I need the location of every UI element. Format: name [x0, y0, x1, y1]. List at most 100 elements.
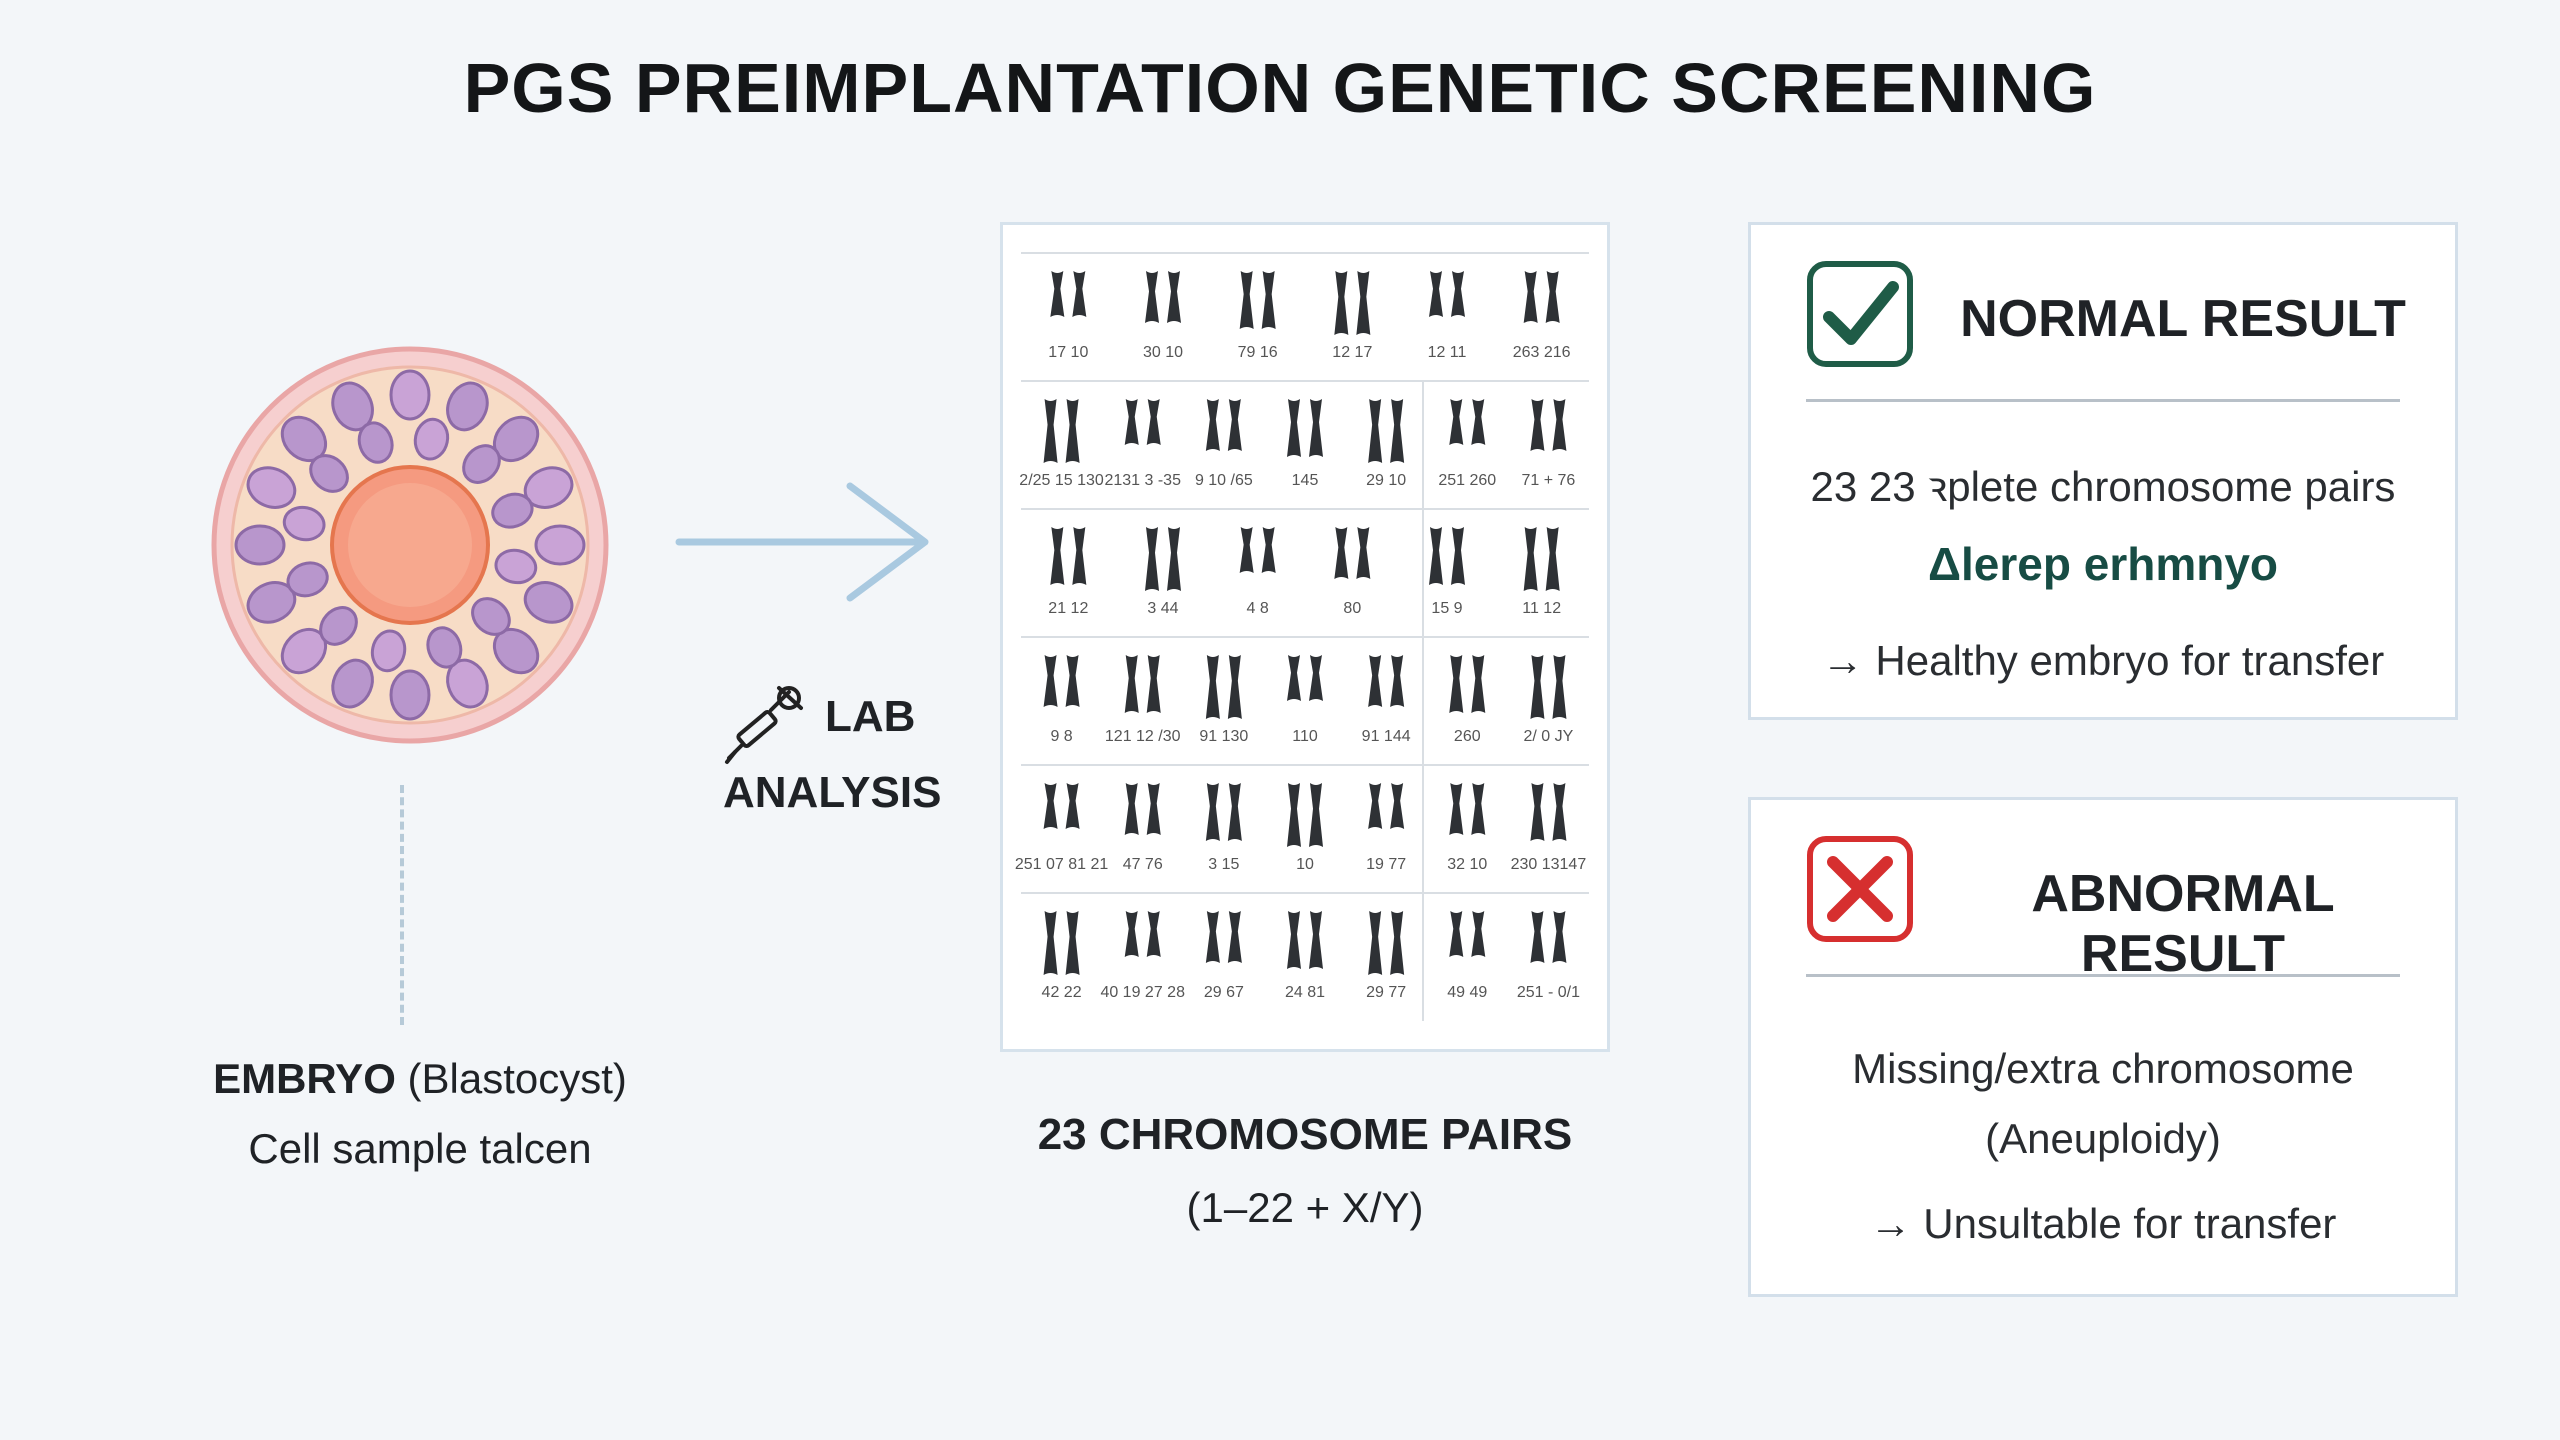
chromosome: [1368, 911, 1383, 975]
chromosome: [1552, 655, 1567, 719]
abnormal-line-2: (Aneuploidy): [1985, 1115, 2221, 1162]
chromosome: [1530, 783, 1545, 841]
chromosome: [1552, 783, 1567, 841]
embryo-cell: [357, 421, 394, 464]
embryo-cell: [491, 492, 534, 529]
chromosome-pair: [1287, 783, 1323, 847]
chromosome: [1334, 527, 1349, 579]
embryo-cell: [413, 417, 450, 461]
page-title: PGS PREIMPLANTATION GENETIC SCREENING: [463, 49, 2097, 127]
chromosome: [1227, 655, 1242, 719]
chromosome-pair-label: 12 11: [1428, 344, 1467, 361]
chromosome: [1043, 655, 1058, 707]
dashed-connector: [400, 785, 404, 1025]
embryo-cell: [309, 454, 349, 493]
chromosome: [1390, 783, 1405, 829]
embryo-name-rest: (Blastocyst): [395, 1055, 627, 1102]
chromosome: [1205, 783, 1220, 841]
chromosome-pair: [1530, 655, 1567, 719]
chromosome: [1065, 399, 1080, 463]
chromosome: [1287, 783, 1301, 847]
chromosome-pair: [1145, 527, 1181, 591]
chromosome: [1146, 655, 1161, 713]
chromosome: [1261, 271, 1276, 329]
abnormal-line-3: → Unsultable for transfer: [1869, 1200, 2337, 1247]
chromosome: [1530, 911, 1545, 963]
chromosome-pair-label: 110: [1292, 728, 1318, 745]
chromosome: [1146, 783, 1161, 835]
embryo-cell: [246, 466, 297, 509]
chromosome-pair-label: 251 260: [1438, 472, 1496, 489]
chromosome-pair-label: 91 144: [1362, 728, 1411, 745]
chromosome: [1552, 911, 1567, 963]
check-icon: [1807, 261, 1913, 367]
chromosome-pair-label: 230 13147: [1511, 856, 1587, 873]
chromosome-pair-label: 2/25 15 130: [1019, 472, 1104, 489]
chromosome-pair-label: 40 19 27 28: [1100, 984, 1185, 1001]
chromosome-pair-label: 12 17: [1332, 344, 1372, 361]
chromosome: [1390, 655, 1405, 707]
chromosome-pair: [1205, 783, 1242, 841]
chromosome-pair-label: 251 07 81 21: [1015, 856, 1109, 873]
embryo-cell: [446, 381, 489, 432]
chromosome: [1287, 911, 1301, 969]
chromosome-pair: [1205, 399, 1242, 451]
embryo-name-bold: EMBRYO: [213, 1055, 396, 1102]
chromosome: [1449, 783, 1464, 835]
chromosome-pair-label: 79 16: [1238, 344, 1278, 361]
chromosome-pair-label: 15 9: [1431, 600, 1462, 617]
chromosome: [1043, 399, 1058, 463]
chromosome-pair: [1043, 911, 1080, 975]
chromosome-pair-label: 10: [1296, 856, 1314, 873]
chromosome-pair-label: 30 10: [1143, 344, 1183, 361]
chromosome-pair: [1287, 655, 1323, 701]
chromosome: [1205, 655, 1220, 719]
chromosome-pair-label: 263 216: [1513, 344, 1571, 361]
embryo-cell: [462, 444, 501, 484]
chromosome: [1552, 399, 1567, 451]
chromosome: [1530, 399, 1545, 451]
chromosome-pair-label: 260: [1454, 728, 1481, 745]
chromosome: [1072, 271, 1087, 317]
chromosome: [1124, 655, 1139, 713]
karyotype-caption: 23 CHROMOSOME PAIRS (1–22 + X/Y): [1000, 1110, 1610, 1232]
chromosome: [1449, 399, 1464, 445]
chromosome: [1390, 911, 1405, 975]
chromosome-pair-label: 21 12: [1048, 600, 1088, 617]
chromosome: [1390, 399, 1405, 463]
chromosome: [1124, 783, 1139, 835]
chromosome-pair-label: 17 10: [1048, 344, 1088, 361]
chromosome-pair-label: 2/ 0 JY: [1524, 728, 1574, 745]
chromosome: [1451, 271, 1465, 317]
chromosome-pair: [1050, 527, 1087, 585]
karyotype-caption-sub: (1–22 + X/Y): [1186, 1184, 1424, 1231]
normal-line-2: Δlerep erhmnyo: [1927, 538, 2279, 590]
chromosome: [1261, 527, 1276, 573]
chromosome: [1429, 271, 1443, 317]
chromosome-pair-label: 42 22: [1042, 984, 1082, 1001]
chromosome-pair-label: 29 77: [1366, 984, 1406, 1001]
chromosome-pair: [1449, 655, 1486, 713]
embryo-cell: [370, 629, 407, 673]
chromosome: [1205, 399, 1220, 451]
chromosome-pair: [1043, 783, 1080, 829]
chromosome: [1205, 911, 1220, 963]
chromosome: [1043, 783, 1058, 829]
chromosome-pair: [1124, 399, 1161, 445]
chromosome: [1334, 271, 1349, 335]
chromosome-pair-label: 19 77: [1366, 856, 1406, 873]
chromosome: [1449, 655, 1464, 713]
normal-divider: [1806, 399, 2400, 402]
chromosome-pair: [1530, 399, 1567, 451]
chromosome-pair-label: 91 130: [1199, 728, 1248, 745]
pipette-icon: [725, 686, 803, 764]
lab-label-line2: ANALYSIS: [723, 768, 942, 817]
embryo-cell: [319, 606, 358, 646]
chromosome-pair: [1449, 783, 1486, 835]
chromosome: [1368, 399, 1383, 463]
chromosome-pair-label: 11 12: [1522, 600, 1561, 617]
chromosome: [1239, 527, 1254, 573]
chromosome-pair: [1429, 527, 1465, 585]
embryo-cell: [494, 548, 538, 585]
embryo-cell: [534, 524, 586, 566]
